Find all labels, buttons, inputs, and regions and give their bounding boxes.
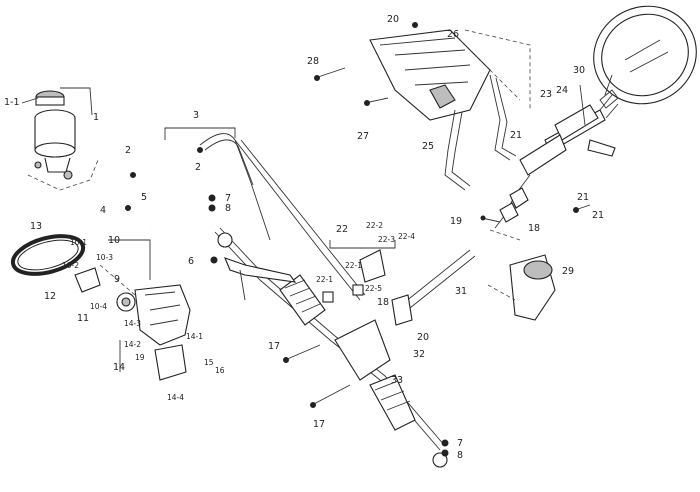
label-22-1: 22-1 bbox=[345, 261, 362, 270]
label-31: 31 bbox=[455, 286, 467, 297]
label-20: 20 bbox=[387, 14, 399, 25]
drive-belt bbox=[10, 234, 86, 276]
label-14: 14 bbox=[113, 362, 125, 373]
label-14-2: 14-2 bbox=[124, 340, 141, 349]
column-boot bbox=[509, 254, 556, 321]
label-22-4: 22-4 bbox=[398, 232, 415, 241]
label-28: 28 bbox=[307, 56, 319, 67]
reservoir bbox=[34, 90, 76, 180]
bolts bbox=[125, 22, 591, 457]
label-22-3: 22-3 bbox=[378, 235, 395, 244]
power-steering-pump bbox=[74, 267, 191, 381]
label-33: 33 bbox=[391, 375, 403, 386]
label-10-2: 10-2 bbox=[62, 261, 79, 270]
label-1-1: 1-1 bbox=[4, 97, 20, 108]
label-16: 16 bbox=[215, 366, 225, 375]
label-7: 7 bbox=[457, 438, 463, 449]
label-21: 21 bbox=[592, 210, 604, 221]
label-14-4: 14-4 bbox=[167, 393, 184, 402]
label-17: 17 bbox=[268, 341, 280, 352]
label-7: 7 bbox=[225, 193, 231, 204]
label-26: 26 bbox=[447, 29, 459, 40]
part-labels: 20 26 28 30 23 24 27 25 21 21 21 19 18 2… bbox=[4, 14, 604, 461]
label-2: 2 bbox=[195, 162, 201, 173]
label-12: 12 bbox=[44, 291, 56, 302]
label-17: 17 bbox=[313, 419, 325, 430]
label-22: 22 bbox=[336, 224, 348, 235]
label-21: 21 bbox=[577, 192, 589, 203]
rack-bracket bbox=[322, 249, 386, 303]
label-25: 25 bbox=[422, 141, 434, 152]
label-14-3: 14-3 bbox=[124, 319, 141, 328]
leader-lines bbox=[21, 84, 586, 372]
label-10-3: 10-3 bbox=[96, 253, 113, 262]
label-21: 21 bbox=[510, 130, 522, 141]
label-20: 20 bbox=[417, 332, 429, 343]
label-22-2: 22-2 bbox=[366, 221, 383, 230]
label-8: 8 bbox=[225, 203, 231, 214]
label-3: 3 bbox=[193, 110, 199, 121]
label-24: 24 bbox=[556, 85, 568, 96]
pedal-bracket bbox=[369, 29, 531, 191]
label-18: 18 bbox=[528, 223, 540, 234]
label-27: 27 bbox=[357, 131, 369, 142]
label-14-1: 14-1 bbox=[186, 332, 203, 341]
label-8: 8 bbox=[457, 450, 463, 461]
label-30: 30 bbox=[573, 65, 585, 76]
intermediate-shaft bbox=[391, 249, 476, 326]
label-29: 29 bbox=[562, 266, 574, 277]
label-23: 23 bbox=[540, 89, 552, 100]
label-5: 5 bbox=[141, 192, 147, 203]
label-32: 32 bbox=[413, 349, 425, 360]
label-2: 2 bbox=[125, 145, 131, 156]
label-13: 13 bbox=[30, 221, 42, 232]
label-6: 6 bbox=[188, 256, 194, 267]
label-18: 18 bbox=[377, 297, 389, 308]
hoses bbox=[107, 133, 366, 301]
steering-rack bbox=[214, 227, 448, 468]
label-11: 11 bbox=[77, 313, 89, 324]
label-19: 19 bbox=[135, 353, 145, 362]
steering-column bbox=[494, 94, 619, 229]
label-10-1: 10-1 bbox=[70, 238, 87, 247]
label-1: 1 bbox=[93, 112, 99, 123]
label-9: 9 bbox=[114, 274, 120, 285]
label-19: 19 bbox=[450, 216, 462, 227]
label-22-5: 22-5 bbox=[365, 284, 382, 293]
label-10: 10 bbox=[108, 235, 120, 246]
label-4: 4 bbox=[100, 205, 106, 216]
label-15: 15 bbox=[204, 358, 214, 367]
label-22-1: 22-1 bbox=[316, 275, 333, 284]
label-10-4: 10-4 bbox=[90, 302, 107, 311]
steering-wheel bbox=[593, 5, 697, 109]
